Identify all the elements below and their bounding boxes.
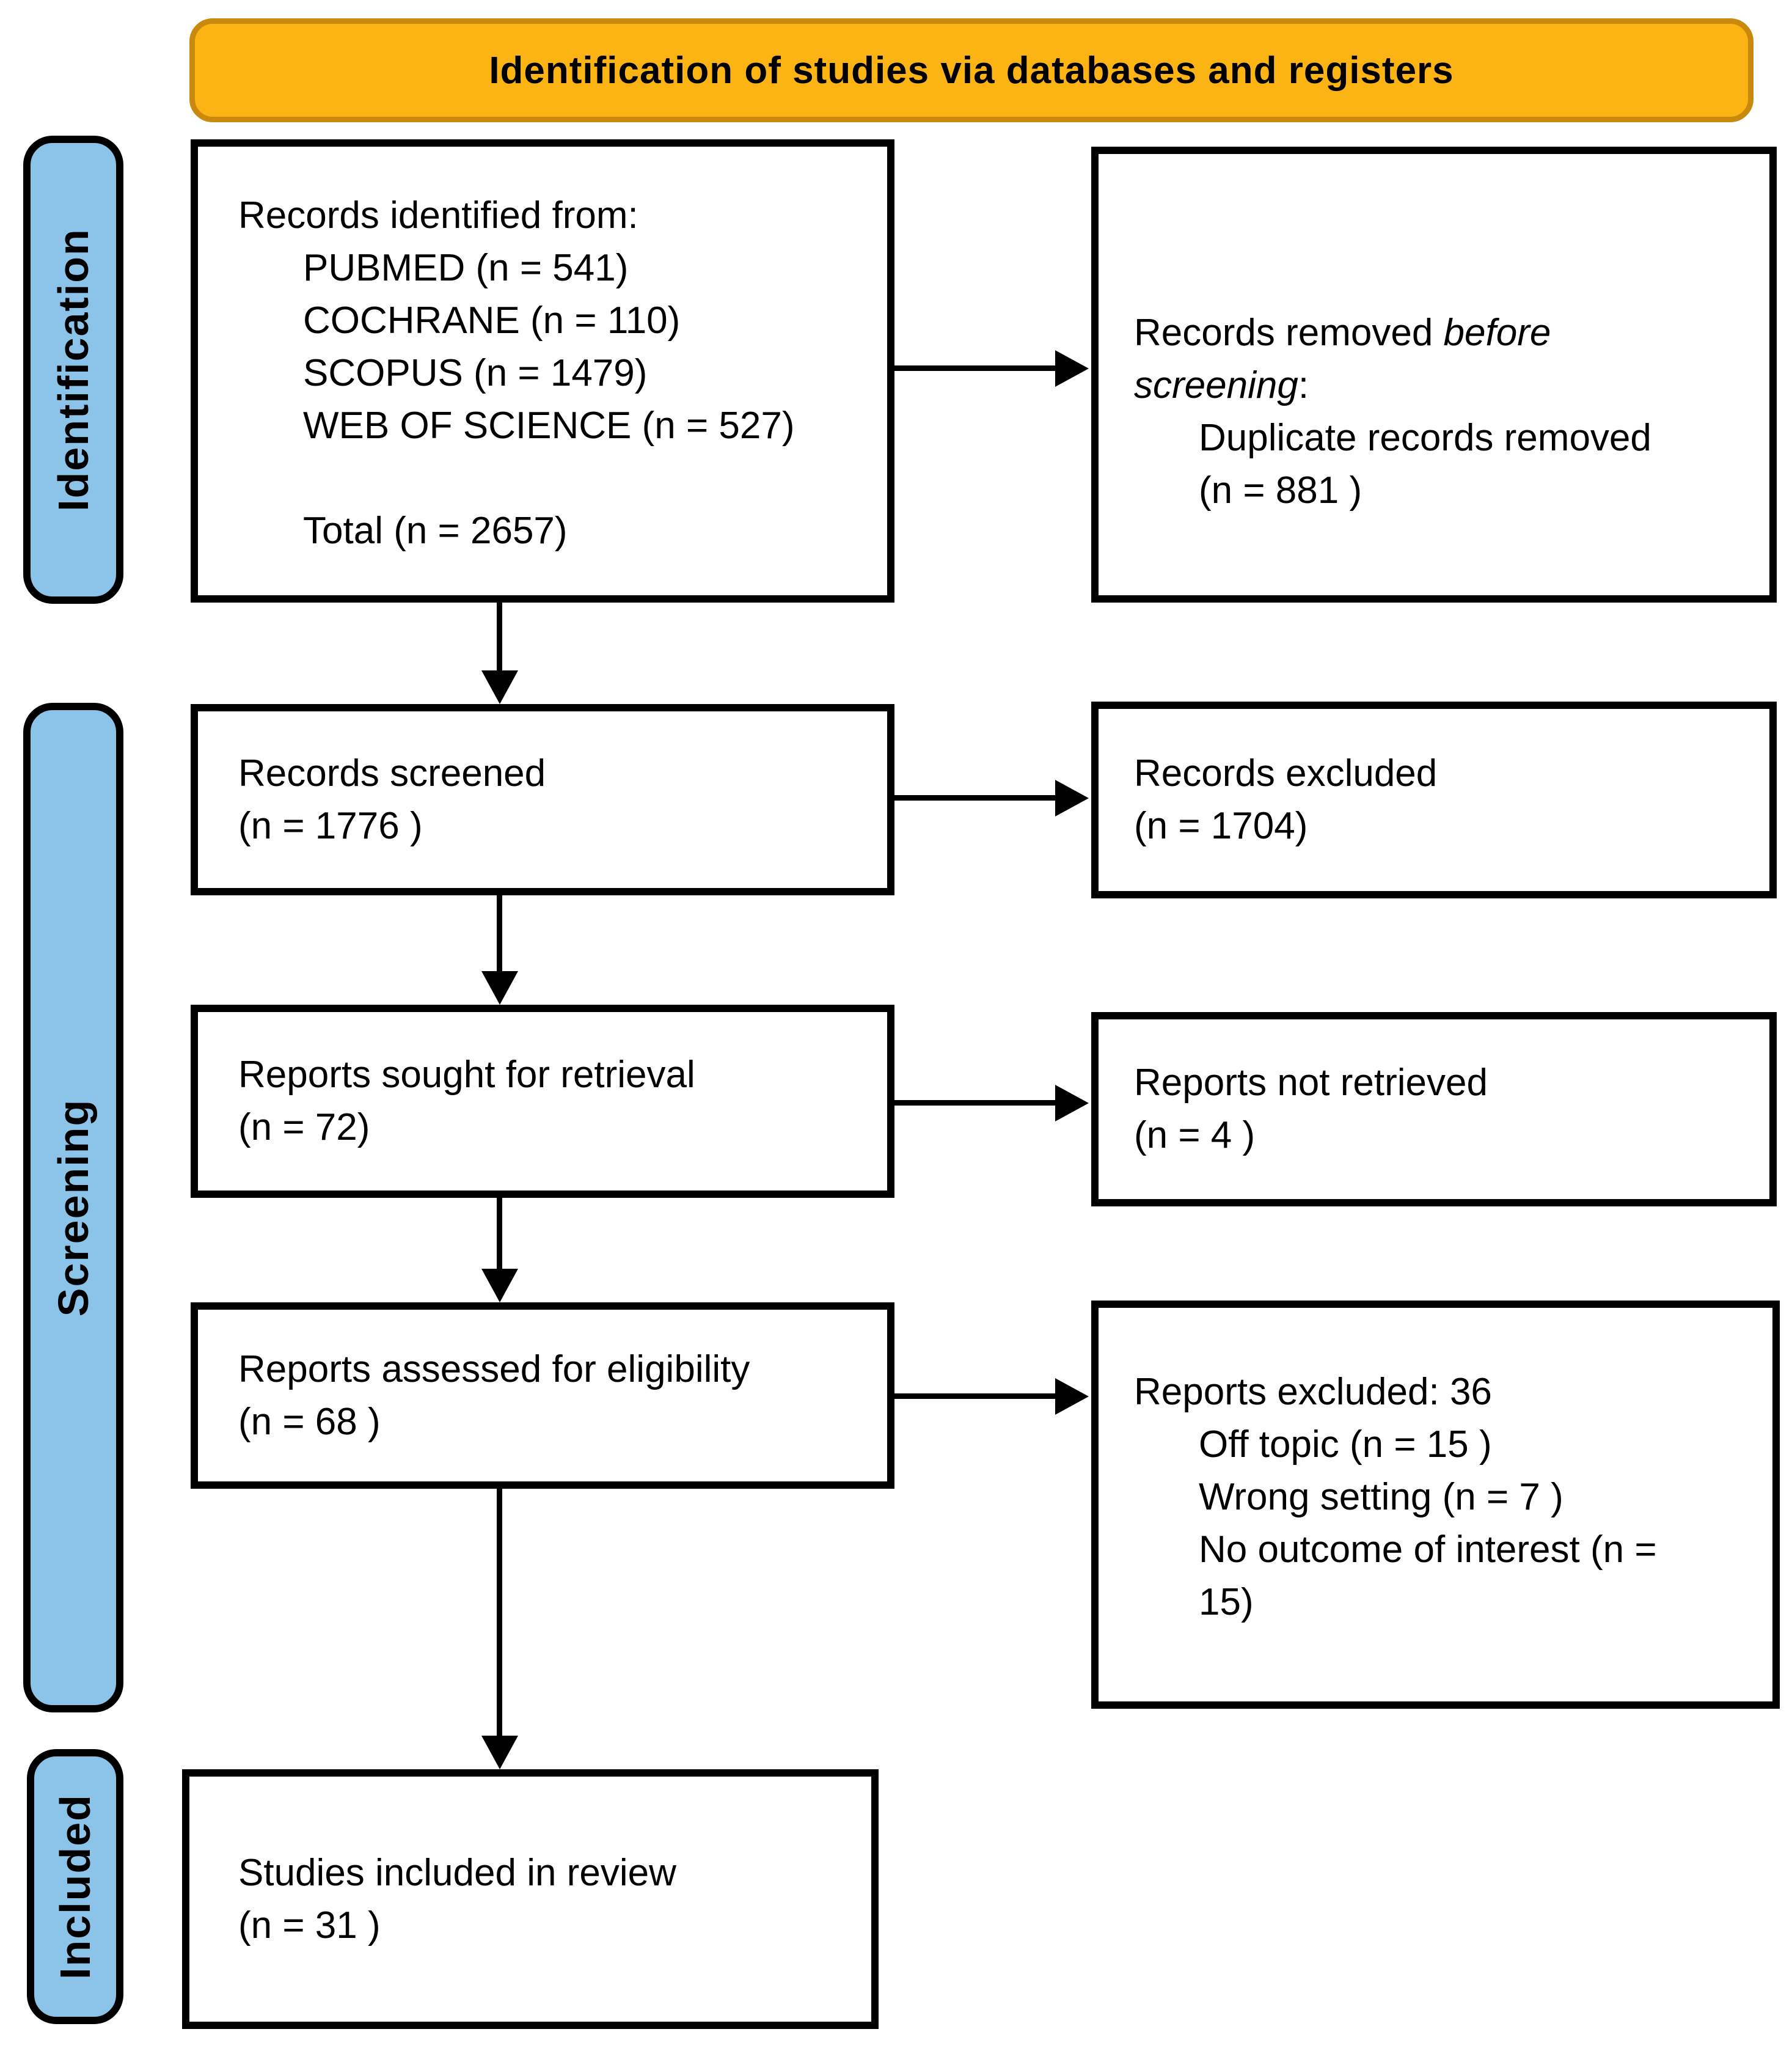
source-pubmed: PUBMED (n = 541) bbox=[303, 247, 629, 289]
exclusion-reason-off-topic: Off topic (n = 15 ) bbox=[1199, 1423, 1492, 1466]
arrowhead-screened-to-excluded bbox=[1055, 780, 1089, 816]
records-removed-prefix: Records removed bbox=[1134, 312, 1444, 354]
exclusion-reason-wrong-setting: Wrong setting (n = 7 ) bbox=[1199, 1476, 1563, 1518]
arrowhead-identified-to-removed bbox=[1055, 350, 1089, 387]
records-identified-total: Total (n = 2657) bbox=[303, 510, 568, 552]
box-reports-not-retrieved: Reports not retrieved (n = 4 ) bbox=[1091, 1012, 1777, 1206]
reports-not-retrieved-line1: Reports not retrieved bbox=[1134, 1062, 1488, 1104]
box-reports-sought: Reports sought for retrieval (n = 72) bbox=[191, 1005, 894, 1198]
arrow-line-screened-to-sought bbox=[497, 895, 502, 973]
arrowhead-assessed-to-reports-excluded bbox=[1055, 1378, 1089, 1415]
reports-assessed-line2: (n = 68 ) bbox=[238, 1400, 381, 1443]
source-cochrane: COCHRANE (n = 110) bbox=[303, 299, 681, 342]
stage-identification: Identification bbox=[23, 136, 123, 604]
stage-included-label: Included bbox=[51, 1794, 100, 1979]
source-scopus: SCOPUS (n = 1479) bbox=[303, 352, 648, 394]
reports-sought-line2: (n = 72) bbox=[238, 1106, 370, 1148]
box-records-excluded: Records excluded (n = 1704) bbox=[1091, 702, 1777, 898]
arrowhead-identified-to-screened bbox=[481, 670, 518, 704]
stage-screening-label: Screening bbox=[49, 1098, 98, 1317]
studies-included-line1: Studies included in review bbox=[238, 1851, 676, 1894]
records-screened-line1: Records screened bbox=[238, 752, 546, 794]
arrow-line-sought-to-not-retrieved bbox=[894, 1100, 1057, 1106]
box-studies-included: Studies included in review (n = 31 ) bbox=[182, 1769, 879, 2029]
studies-included-line2: (n = 31 ) bbox=[238, 1904, 381, 1946]
arrowhead-sought-to-not-retrieved bbox=[1055, 1085, 1089, 1121]
box-reports-excluded: Reports excluded: 36 Off topic (n = 15 )… bbox=[1091, 1301, 1780, 1709]
box-reports-assessed: Reports assessed for eligibility (n = 68… bbox=[191, 1302, 894, 1489]
records-identified-title: Records identified from: bbox=[238, 194, 638, 237]
duplicates-removed-line: Duplicate records removed (n = 881 ) bbox=[1134, 412, 1745, 517]
box-records-screened: Records screened (n = 1776 ) bbox=[191, 704, 894, 895]
arrow-line-screened-to-excluded bbox=[894, 795, 1057, 801]
box-records-removed: Records removed before screening: Duplic… bbox=[1091, 147, 1777, 603]
records-excluded-line2: (n = 1704) bbox=[1134, 805, 1308, 847]
duplicates-removed-text: Duplicate records removed (n = 881 ) bbox=[1199, 417, 1651, 512]
stage-identification-label: Identification bbox=[49, 228, 97, 512]
arrow-line-sought-to-assessed bbox=[497, 1198, 502, 1271]
arrow-line-assessed-to-reports-excluded bbox=[894, 1393, 1057, 1399]
exclusion-reason-no-outcome: No outcome of interest (n = 15) bbox=[1199, 1528, 1657, 1623]
records-excluded-line1: Records excluded bbox=[1134, 752, 1438, 794]
arrowhead-sought-to-assessed bbox=[481, 1269, 518, 1302]
reports-sought-line1: Reports sought for retrieval bbox=[238, 1054, 695, 1096]
arrowhead-assessed-to-included bbox=[481, 1736, 518, 1769]
reports-excluded-title: Reports excluded: 36 bbox=[1134, 1371, 1492, 1413]
banner-title: Identification of studies via databases … bbox=[489, 49, 1454, 92]
reports-not-retrieved-line2: (n = 4 ) bbox=[1134, 1114, 1256, 1156]
records-removed-title: Records removed before screening: bbox=[1134, 307, 1684, 412]
stage-included: Included bbox=[27, 1749, 123, 2024]
reports-assessed-line1: Reports assessed for eligibility bbox=[238, 1348, 750, 1390]
records-removed-colon: : bbox=[1298, 364, 1309, 406]
blank-line bbox=[238, 452, 869, 505]
arrow-line-identified-to-removed bbox=[894, 365, 1057, 371]
arrow-line-assessed-to-included bbox=[497, 1489, 502, 1737]
box-records-identified: Records identified from: PUBMED (n = 541… bbox=[191, 139, 894, 603]
arrowhead-screened-to-sought bbox=[481, 971, 518, 1005]
banner: Identification of studies via databases … bbox=[189, 18, 1754, 122]
source-web-of-science: WEB OF SCIENCE (n = 527) bbox=[303, 405, 795, 447]
arrow-line-identified-to-screened bbox=[497, 603, 502, 672]
records-removed-italic: before screening bbox=[1134, 312, 1551, 406]
records-screened-line2: (n = 1776 ) bbox=[238, 804, 423, 847]
stage-screening: Screening bbox=[23, 703, 123, 1712]
